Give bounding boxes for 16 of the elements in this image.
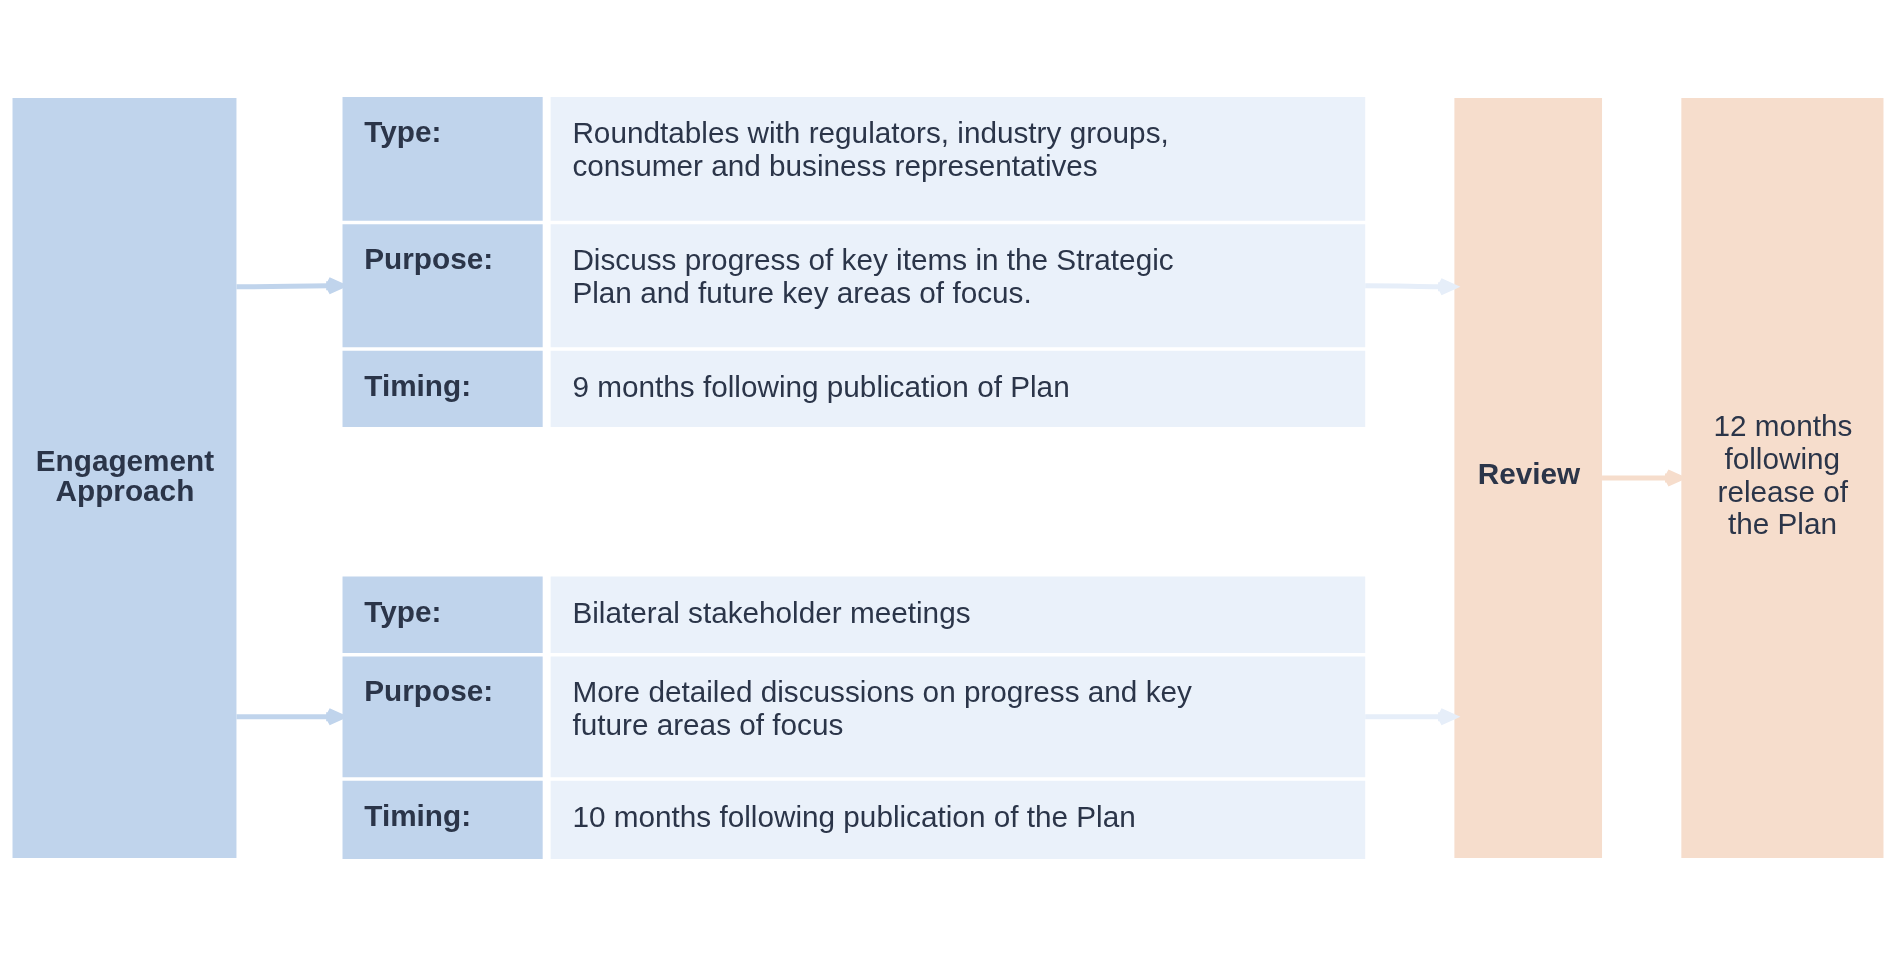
node-box: Purpose: bbox=[342, 223, 543, 347]
node-box: Review bbox=[1454, 97, 1603, 858]
arrow bbox=[236, 276, 345, 294]
arrow bbox=[1602, 468, 1684, 487]
node-box: Engagement Approach bbox=[12, 97, 237, 858]
arrow bbox=[1365, 707, 1457, 726]
node-box: Purpose: bbox=[342, 655, 543, 777]
node-box: More detailed discussions on progress and key future areas of focus bbox=[550, 655, 1366, 777]
node-box: Discuss progress of key items in the Strategic Plan and future key areas of focus. bbox=[550, 223, 1366, 347]
node-box: Timing: bbox=[342, 350, 543, 427]
arrow bbox=[1365, 277, 1457, 295]
node-box: 12 months following release of the Plan bbox=[1681, 97, 1884, 858]
node-box: Type: bbox=[342, 96, 543, 221]
node-box: Type: bbox=[342, 576, 543, 653]
arrow bbox=[236, 707, 345, 726]
node-box: Timing: bbox=[342, 780, 543, 859]
